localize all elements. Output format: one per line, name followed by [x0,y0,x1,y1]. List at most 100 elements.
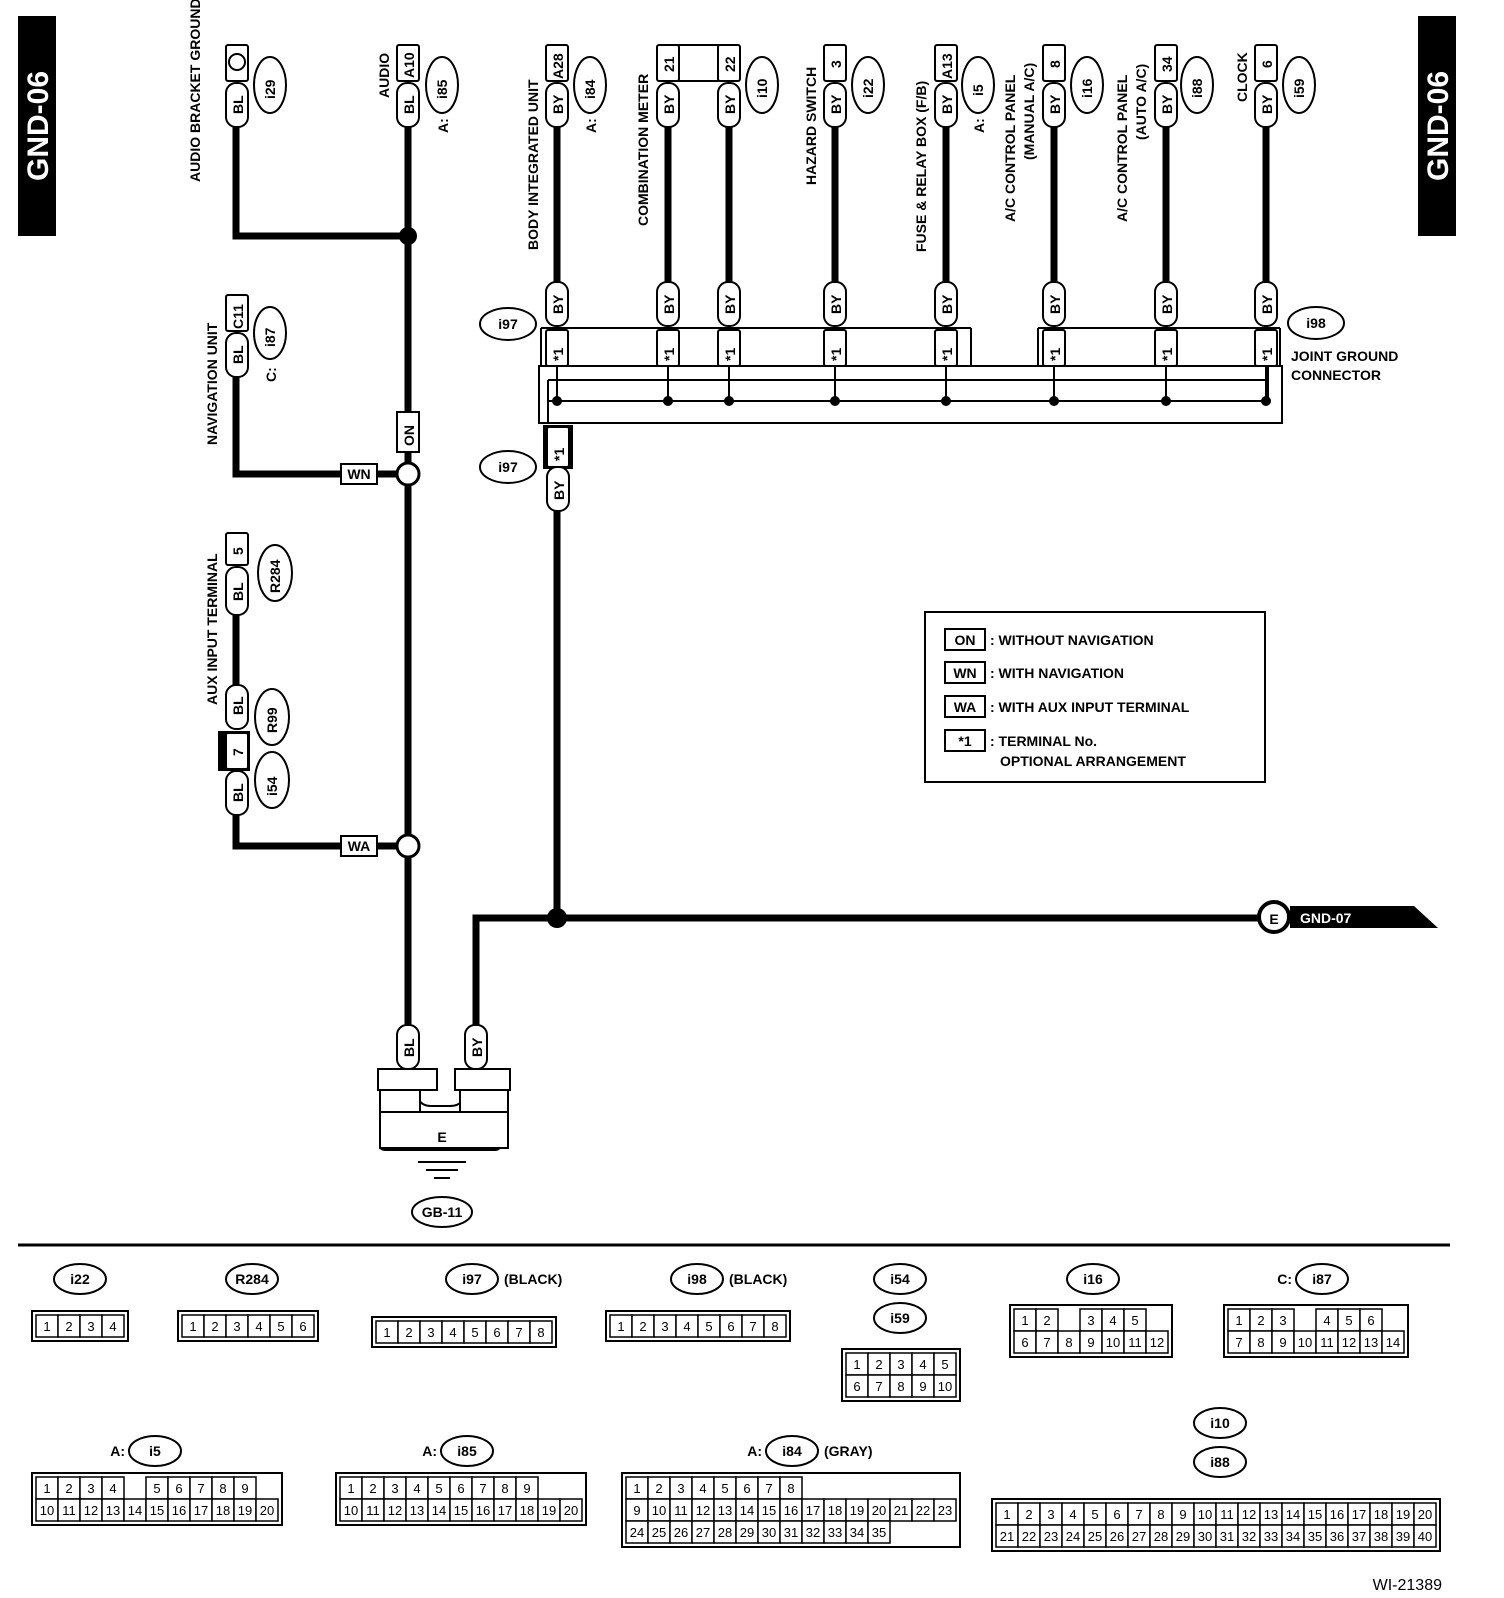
svg-text:16: 16 [784,1503,798,1518]
page-tag-right: GND-06 [1418,16,1456,236]
svg-text:E: E [437,1129,446,1145]
svg-text:2: 2 [211,1319,218,1334]
svg-text:22: 22 [916,1503,930,1518]
svg-text:19: 19 [850,1503,864,1518]
svg-text:21: 21 [1000,1529,1014,1544]
connector-pin: 6 [449,1476,473,1500]
connector-pin: 32 [801,1520,825,1544]
svg-text:2: 2 [65,1319,72,1334]
svg-text:20: 20 [564,1503,578,1518]
svg-text:i85: i85 [434,79,450,99]
svg-text:BY: BY [550,294,566,314]
connector-pin: 10 [1193,1502,1217,1526]
connector-pin: 8 [779,1476,803,1500]
connector-pin: 32 [1237,1524,1261,1548]
svg-text:12: 12 [1242,1507,1256,1522]
svg-text:2: 2 [1257,1313,1264,1328]
connector-pin: 3 [1079,1308,1103,1332]
connector-pin: 8 [529,1320,553,1344]
svg-text:i54: i54 [890,1271,910,1287]
svg-text:14: 14 [1286,1507,1300,1522]
svg-text:A:: A: [583,118,599,133]
svg-text:36: 36 [1330,1529,1344,1544]
connector-pin: 29 [735,1520,759,1544]
svg-text:WN: WN [953,665,976,681]
splice-audio [399,227,417,245]
svg-text:7: 7 [479,1481,486,1496]
figure-code: WI-21389 [1373,1577,1442,1594]
svg-text:6: 6 [743,1481,750,1496]
svg-text:6: 6 [457,1481,464,1496]
svg-text:BY: BY [1259,294,1275,314]
connector-pin: 9 [233,1476,257,1500]
connector-pin: 35 [1303,1524,1327,1548]
svg-text:6: 6 [1367,1313,1374,1328]
connector-pin: 3 [225,1314,249,1338]
aux-input-terminal: AUX INPUT TERMINAL 5 BL R284 BL R99 7 BL… [204,532,293,816]
svg-text:34: 34 [1159,56,1175,72]
connector-pin: 24 [1061,1524,1085,1548]
svg-text:(GRAY): (GRAY) [824,1443,873,1459]
svg-text:5: 5 [153,1481,160,1496]
svg-text:i22: i22 [860,78,876,98]
connector-pin: 30 [1193,1524,1217,1548]
svg-text:8: 8 [1157,1507,1164,1522]
svg-text:1: 1 [43,1319,50,1334]
svg-text:14: 14 [1386,1335,1400,1350]
svg-text:25: 25 [652,1525,666,1540]
svg-text:29: 29 [1176,1529,1190,1544]
svg-text:16: 16 [1330,1507,1344,1522]
ground-point-e: BL BY E GB-11 [377,1024,511,1228]
svg-text:17: 17 [806,1503,820,1518]
gnd-07-link: E GND-07 [1257,900,1438,934]
svg-text:BY: BY [661,294,677,314]
svg-text:6: 6 [175,1481,182,1496]
svg-text:19: 19 [1396,1507,1410,1522]
svg-text:3: 3 [233,1319,240,1334]
splice-main [547,908,567,928]
svg-text:*1: *1 [1047,348,1063,361]
connector-pin: 19 [845,1498,869,1522]
svg-text:21: 21 [894,1503,908,1518]
svg-text:29: 29 [740,1525,754,1540]
connector-pin: 38 [1369,1524,1393,1548]
connector-pin: 12 [383,1498,407,1522]
svg-text:BY: BY [939,94,955,114]
svg-text:13: 13 [410,1503,424,1518]
svg-text:WA: WA [348,838,371,854]
joint-pin: BY*1 [1154,281,1178,406]
splice-nav [395,461,421,487]
svg-text:11: 11 [1128,1335,1142,1350]
svg-text:A10: A10 [401,52,417,78]
svg-text:15: 15 [1308,1507,1322,1522]
svg-text:A:: A: [435,118,451,133]
svg-text:BL: BL [230,783,246,802]
connector-pin: 4 [247,1314,271,1338]
joint-pin: BY*1 [934,281,958,406]
connector-pin: 20 [255,1498,279,1522]
svg-text:8: 8 [501,1481,508,1496]
connector-pin: 12 [691,1498,715,1522]
connector-pin: 33 [823,1520,847,1544]
svg-text:: WITH AUX INPUT TERMINAL: : WITH AUX INPUT TERMINAL [990,699,1190,715]
connector-pin: 6 [1105,1502,1129,1526]
svg-text:1: 1 [1021,1313,1028,1328]
svg-text:6: 6 [853,1379,860,1394]
svg-text:1: 1 [1003,1507,1010,1522]
connector-pin: 4 [101,1314,125,1338]
svg-text:8: 8 [897,1379,904,1394]
svg-text:3: 3 [1279,1313,1286,1328]
connector-pin: 2 [57,1476,81,1500]
svg-text:BY: BY [1047,294,1063,314]
clock: CLOCK 6 BY i59 [1234,44,1316,128]
option-tag-wn: WN [340,463,378,485]
svg-text:3: 3 [87,1481,94,1496]
svg-text:19: 19 [542,1503,556,1518]
connector-pin: 6 [1359,1308,1383,1332]
connector-pin: 4 [691,1476,715,1500]
svg-text:10: 10 [938,1379,952,1394]
svg-text:i54: i54 [264,776,280,796]
svg-text:14: 14 [740,1503,754,1518]
